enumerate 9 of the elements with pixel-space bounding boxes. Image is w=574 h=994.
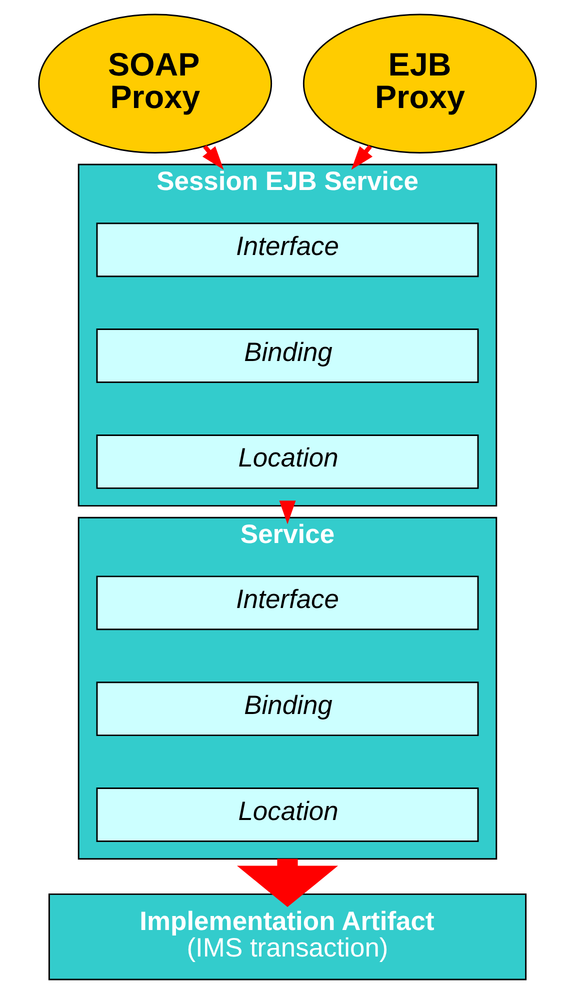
- node-box: Binding: [96, 682, 478, 736]
- arrow: [278, 500, 296, 524]
- node-box: Location: [96, 788, 478, 842]
- node-box: Implementation Artifact (IMS transaction): [48, 893, 526, 980]
- node-box: Interface: [96, 576, 478, 630]
- node-box: Binding: [96, 328, 478, 383]
- node-box: Location: [96, 434, 478, 489]
- arrow: [236, 858, 338, 908]
- node-box: Interface: [96, 222, 478, 278]
